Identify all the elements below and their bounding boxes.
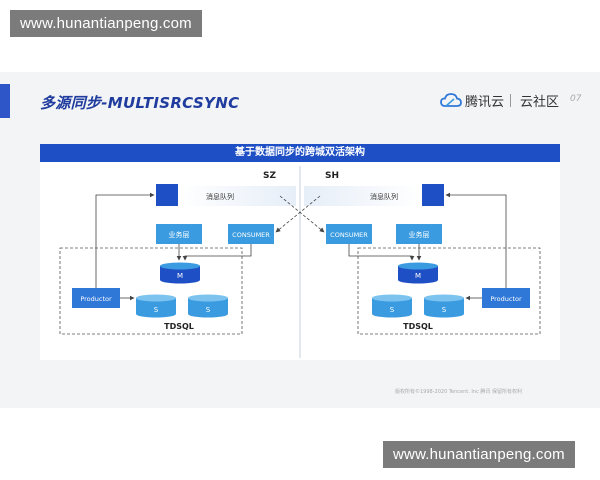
cross-arrow-sh-queue-to-sz-consumer (275, 195, 321, 233)
page-number: 07 (570, 94, 582, 104)
brand-community: 云社区 (520, 94, 560, 110)
queue-label-left: 消息队列 (206, 192, 234, 201)
logo-separator (510, 93, 512, 107)
queue-label-right: 消息队列 (370, 192, 398, 201)
slave-label-right-1: S (390, 306, 395, 314)
queue-block-right (422, 184, 444, 206)
master-label-left: M (177, 272, 183, 280)
tdsql-label-right: TDSQL (403, 322, 433, 331)
arrow-consumer-to-master-right (348, 244, 415, 261)
business-label-left: 业务层 (169, 230, 190, 239)
footer-copyright: 版权所有©1998-2020 Tencent. Inc 腾讯 保留所有权利 (395, 389, 522, 395)
tdsql-cluster-right (357, 247, 541, 335)
slide: 多源同步-MULTISRCSYNC 腾讯云 云社区 07 基于数据同步的跨城双活… (0, 72, 600, 408)
master-db-left (160, 262, 200, 284)
consumer-label-right: CONSUMER (330, 231, 368, 239)
business-layer-left (156, 224, 202, 244)
diagram-canvas: SZ SH 消息队列 业务层 CONSUMER Productor M (40, 162, 560, 360)
queue-band-right (304, 186, 422, 206)
arrow-consumer-to-master-left (182, 244, 252, 261)
tdsql-label-left: TDSQL (164, 322, 194, 331)
diagram-banner: 基于数据同步的跨城双活架构 (40, 144, 560, 162)
region-label-left: SZ (263, 171, 276, 181)
slave-db-right-1 (372, 294, 412, 318)
queue-block-left (156, 184, 178, 206)
arrow-productor-to-queue-left (95, 192, 155, 288)
master-db-right (398, 262, 438, 284)
business-label-right: 业务层 (409, 230, 430, 239)
queue-band-left (178, 186, 296, 206)
slide-title: 多源同步-MULTISRCSYNC (40, 94, 240, 112)
cloud-icon (440, 93, 462, 107)
cross-arrow-sz-queue-to-sh-consumer (279, 195, 325, 233)
slave-db-left-1 (136, 294, 176, 318)
productor-box-right (482, 288, 530, 308)
master-label-right: M (415, 272, 421, 280)
brand-name: 腾讯云 (465, 94, 505, 110)
productor-label-left: Productor (80, 295, 112, 303)
brand-logo: 腾讯云 云社区 (440, 90, 559, 110)
watermark-top: www.hunantianpeng.com (10, 10, 202, 37)
slave-label-left-1: S (154, 306, 159, 314)
title-accent-bar (0, 84, 10, 118)
architecture-diagram: SZ SH 消息队列 业务层 CONSUMER Productor M (59, 166, 541, 358)
business-layer-right (396, 224, 442, 244)
arrow-productor-to-queue-right (445, 192, 507, 288)
region-label-right: SH (325, 171, 339, 181)
consumer-box-left (228, 224, 274, 244)
slave-label-right-2: S (442, 306, 447, 314)
slave-db-right-2 (424, 294, 464, 318)
watermark-bottom: www.hunantianpeng.com (383, 441, 575, 468)
consumer-box-right (326, 224, 372, 244)
productor-box-left (72, 288, 120, 308)
tdsql-cluster-left (59, 247, 243, 335)
productor-label-right: Productor (490, 295, 522, 303)
consumer-label-left: CONSUMER (232, 231, 270, 239)
slave-db-left-2 (188, 294, 228, 318)
slave-label-left-2: S (206, 306, 211, 314)
